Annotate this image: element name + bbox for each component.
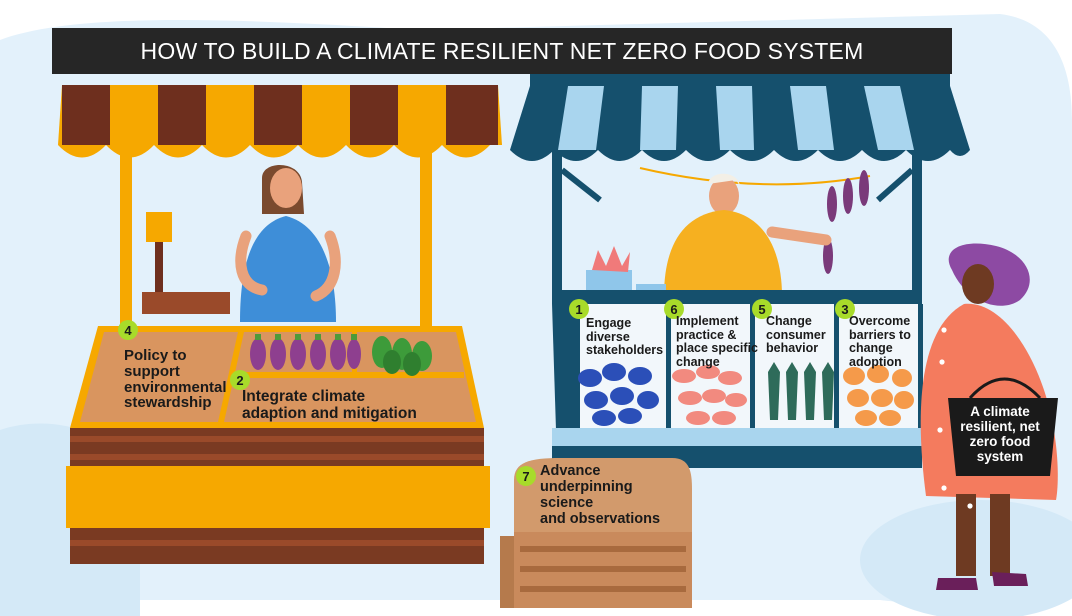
step-badge: 1 [569, 299, 589, 319]
step-label: Engage diverse stakeholders [586, 316, 664, 358]
step-badge: 7 [516, 466, 536, 486]
green-pepper-icon [372, 336, 432, 376]
step-label: Integrate climate adaption and mitigatio… [242, 388, 417, 423]
salmon-steak-icon [843, 365, 914, 426]
step-badge: 3 [835, 299, 855, 319]
left-stall [58, 85, 502, 564]
step-badge: 4 [118, 320, 138, 340]
green-fish-icon [768, 362, 834, 420]
step-label-text: Overcome barriers to change adoption [849, 314, 911, 369]
step-badge: 2 [230, 370, 250, 390]
fish-icon [578, 363, 659, 426]
step-label-text: Engage diverse stakeholders [586, 316, 664, 357]
eggplant-icon [250, 334, 361, 370]
vendor-man [664, 173, 832, 296]
wooden-crate [500, 458, 692, 608]
step-label-text: Change consumer behavior [766, 314, 826, 355]
step-badge: 5 [752, 299, 772, 319]
step-label-text: Advance underpinning science and observa… [540, 463, 661, 527]
step-label-text: Integrate climate adaption and mitigatio… [242, 388, 417, 423]
step-label: Policy to support environmental stewards… [112, 348, 227, 411]
bag-label-text: A climate resilient, net zero food syste… [960, 404, 1040, 465]
step-badge: 6 [664, 299, 684, 319]
bag-label: A climate resilient, net zero food syste… [950, 404, 1050, 464]
title-bar: HOW TO BUILD A CLIMATE RESILIENT NET ZER… [52, 28, 952, 74]
hanging-fish-icon [823, 170, 869, 274]
step-label-text: Implement practice & place specific chan… [676, 314, 758, 369]
step-label: Overcome barriers to change adoption [849, 314, 911, 369]
vendor-woman [235, 164, 341, 322]
scale-icon [142, 212, 230, 314]
shopping-bag-icon [948, 377, 1058, 476]
step-label: Implement practice & place specific chan… [676, 314, 758, 369]
step-label: Advance underpinning science and observa… [540, 463, 661, 528]
right-counter [552, 290, 923, 468]
orange-awning [58, 85, 502, 158]
blue-awning [510, 74, 970, 161]
step-label-text: Policy to support environmental stewards… [124, 347, 227, 412]
step-label: Change consumer behavior [766, 314, 826, 356]
right-stall [510, 74, 970, 468]
page-title: HOW TO BUILD A CLIMATE RESILIENT NET ZER… [140, 37, 864, 64]
shrimp-icon [672, 365, 747, 425]
